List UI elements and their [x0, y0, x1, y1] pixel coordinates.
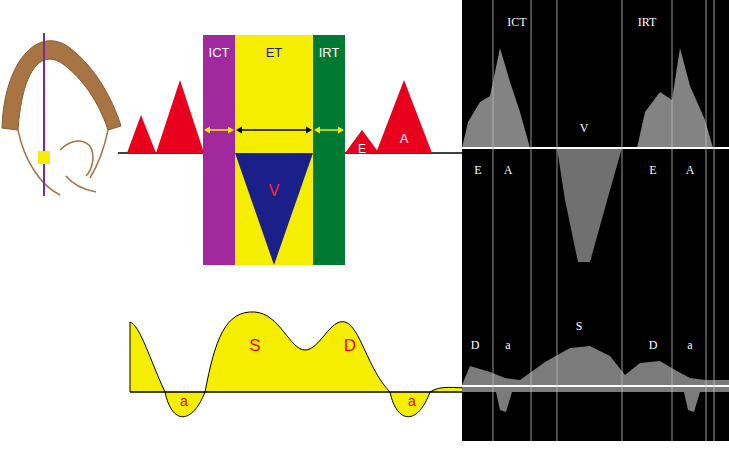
outflow-signal: [557, 148, 622, 262]
flow-triangle: [156, 80, 204, 153]
wave-label: D: [647, 338, 660, 352]
triangle-fill: [235, 153, 313, 265]
wave-label: S: [249, 337, 260, 354]
heart-valves: [18, 130, 108, 195]
wave-label: E: [647, 163, 658, 177]
wave-label: a: [503, 338, 512, 352]
interval-band: ET V: [235, 35, 313, 265]
wave-label: V: [578, 121, 591, 135]
triangle-shape: [235, 153, 313, 265]
wave-label: D: [469, 338, 482, 352]
wave-label: a: [180, 394, 188, 408]
cursor-line: [43, 33, 45, 196]
interval-arrow: [203, 35, 235, 265]
wave-label: E: [472, 163, 483, 177]
wave-label: ICT: [505, 15, 528, 29]
wave-label: A: [502, 163, 515, 177]
interval-label: ET: [266, 46, 283, 59]
interval-arrow: [313, 35, 345, 265]
tissue-signal: [462, 346, 729, 392]
arrow-line: [207, 129, 231, 131]
interval-label: A: [400, 132, 409, 145]
mitral-inflow: [637, 48, 713, 148]
wave-label: a: [685, 338, 694, 352]
timing-lines: [493, 0, 714, 441]
mitral-inflow: [462, 48, 530, 148]
interval-band: ICT: [203, 35, 235, 265]
wave-label: D: [344, 337, 356, 354]
wave-label: A: [684, 163, 697, 177]
tissue-waveform: [130, 312, 470, 417]
velocity-triangle: V: [235, 153, 313, 265]
velocity-triangle: A: [376, 80, 432, 153]
wave-label: S: [574, 319, 585, 333]
interval-band: IRT: [313, 35, 345, 265]
arrow-head: [314, 127, 320, 134]
arrow-head: [236, 127, 242, 134]
wave-label: a: [408, 394, 416, 408]
interval-label: ICT: [209, 46, 230, 59]
tissue-signal: [496, 392, 700, 412]
arrow-head: [306, 127, 312, 134]
interval-label: E: [358, 143, 366, 155]
triangle-fill: [376, 80, 432, 153]
velocity-triangle: E: [345, 130, 379, 153]
heart-wall: [2, 41, 121, 130]
baseline: [462, 147, 729, 149]
interval-label: V: [269, 183, 280, 199]
baseline: [130, 391, 470, 392]
echo-panel: [462, 0, 729, 441]
arrow-line: [239, 129, 309, 131]
arrow-head: [338, 127, 344, 134]
sample-volume: [38, 151, 50, 164]
arrow-head: [228, 127, 234, 134]
baseline: [462, 385, 729, 387]
interval-label: IRT: [319, 46, 340, 59]
arrow-head: [204, 127, 210, 134]
wave-label: IRT: [636, 15, 659, 29]
arrow-line: [317, 129, 341, 131]
flow-triangle: [127, 115, 156, 153]
